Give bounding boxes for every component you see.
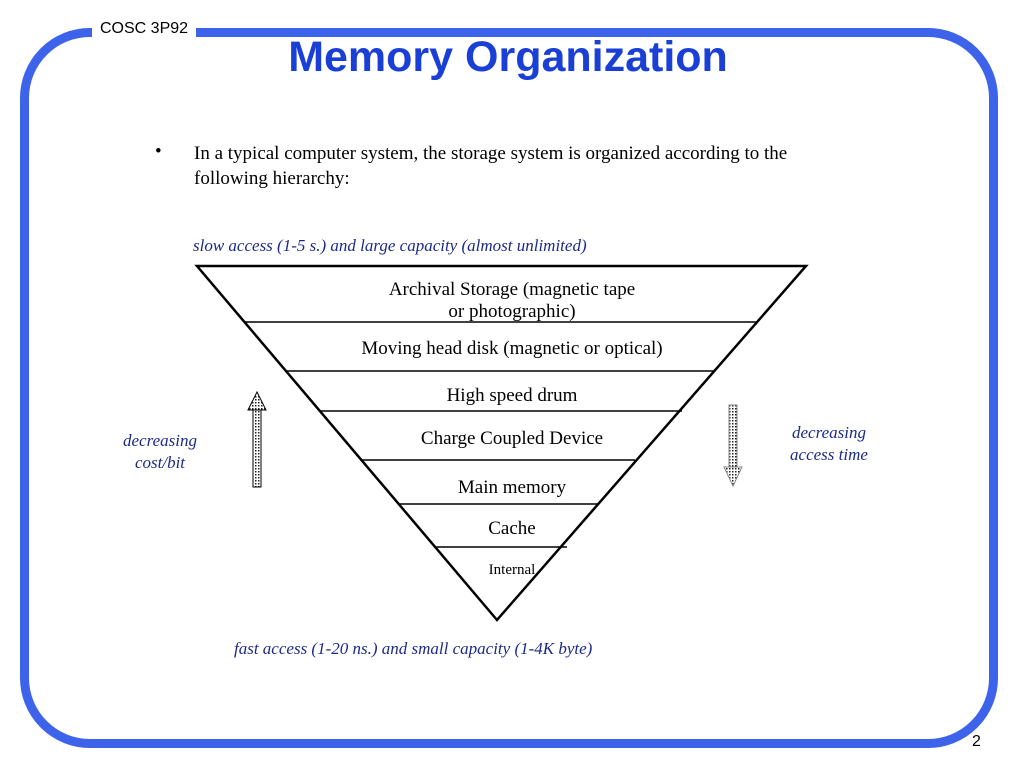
level-high-speed-drum: High speed drum (446, 385, 578, 406)
bullet-text: In a typical computer system, the storag… (194, 143, 788, 189)
slide-title: Memory Organization (288, 33, 728, 81)
level-ccd: Charge Coupled Device (420, 428, 604, 449)
top-note: slow access (1-5 s.) and large capacity … (193, 236, 587, 255)
arrow-up-icon (247, 390, 267, 488)
level-archival-line1: Archival Storage (magnetic tape (388, 279, 636, 300)
right-label-line2: access time (790, 445, 868, 464)
bullet-marker: • (155, 141, 162, 162)
bottom-note: fast access (1-20 ns.) and small capacit… (234, 639, 593, 658)
course-label: COSC 3P92 (92, 18, 197, 40)
arrow-down-icon (723, 404, 743, 488)
inverted-triangle (194, 264, 809, 622)
left-label: decreasing cost/bit (108, 430, 212, 474)
right-label-line1: decreasing (792, 423, 866, 442)
page-number: 2 (972, 733, 981, 750)
right-label: decreasing access time (770, 422, 888, 466)
level-main-memory: Main memory (457, 477, 567, 498)
left-label-line1: decreasing (123, 431, 197, 450)
level-archival-line2: or photographic) (448, 301, 576, 322)
level-internal: Internal (488, 562, 536, 578)
slide-frame (20, 28, 998, 748)
level-cache: Cache (488, 518, 536, 539)
level-moving-head-disk: Moving head disk (magnetic or optical) (361, 338, 663, 359)
left-label-line2: cost/bit (134, 453, 186, 472)
